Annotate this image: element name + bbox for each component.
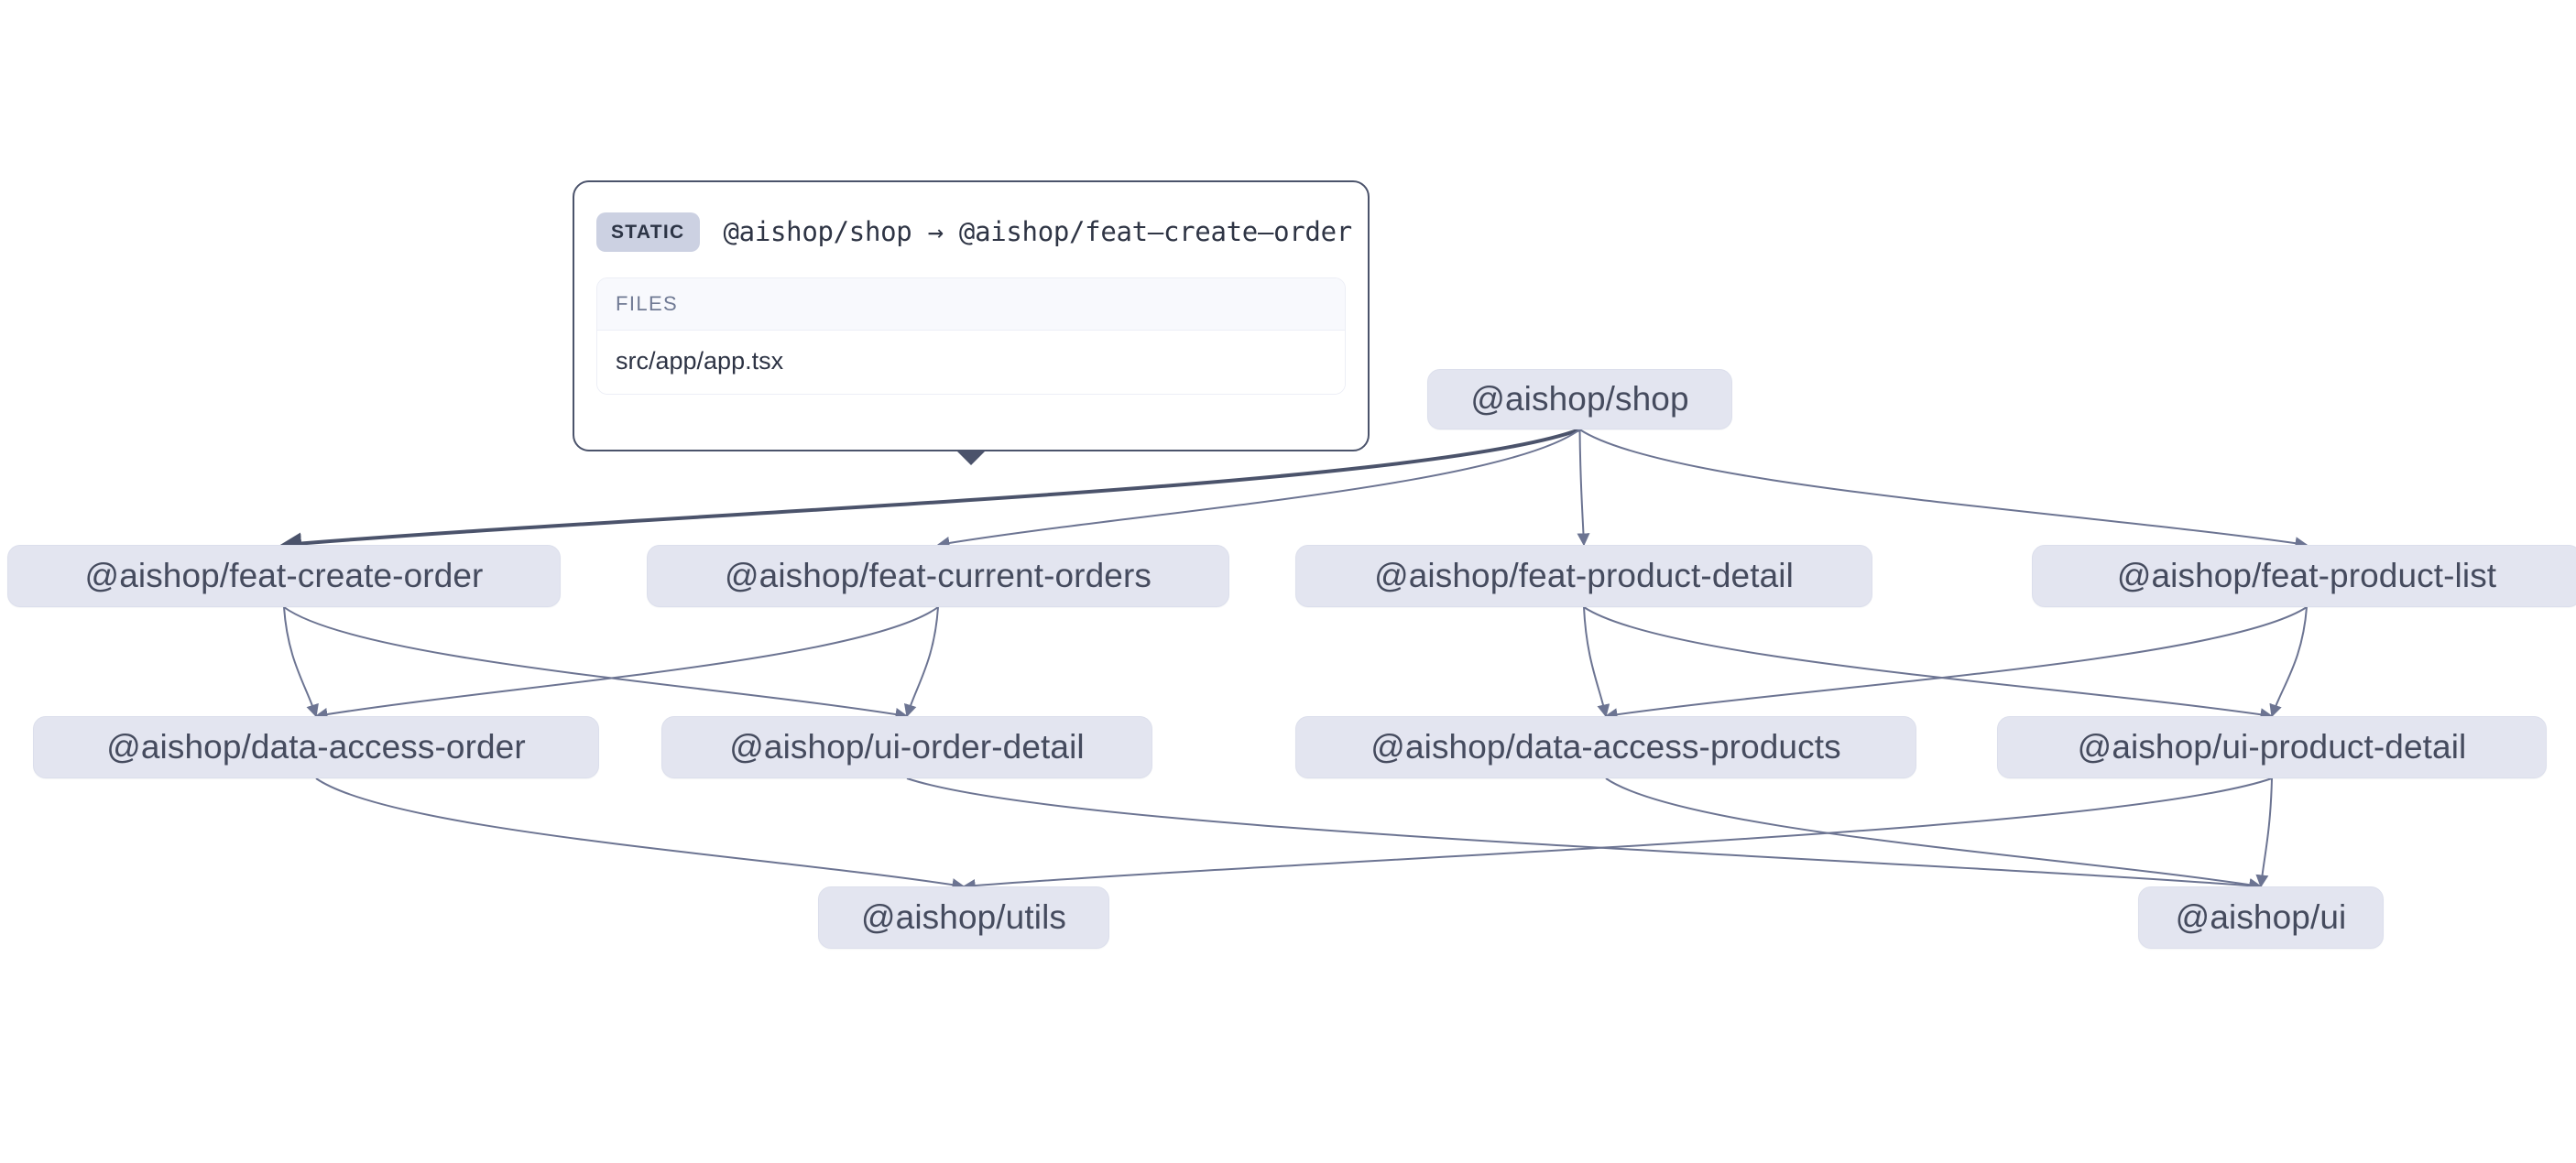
edge-title: @aishop/shop → @aishop/feat‒create‒order <box>723 216 1353 247</box>
graph-edge-feat-create-order-to-ui-order-detail[interactable] <box>283 606 909 721</box>
file-list-item[interactable]: src/app/app.tsx <box>597 331 1345 394</box>
graph-node-ui-product-detail[interactable]: @aishop/ui-product-detail <box>1997 716 2547 778</box>
graph-node-feat-product-list[interactable]: @aishop/feat-product-list <box>2032 545 2576 607</box>
files-panel: FILES src/app/app.tsx <box>596 277 1346 395</box>
graph-edge-ui-product-detail-to-ui[interactable] <box>2255 777 2273 888</box>
graph-node-label: @aishop/data-access-order <box>106 728 526 766</box>
graph-node-feat-current-orders[interactable]: @aishop/feat-current-orders <box>647 545 1229 607</box>
graph-edge-ui-order-detail-to-ui[interactable] <box>906 777 2263 893</box>
graph-node-label: @aishop/feat-product-detail <box>1374 557 1794 594</box>
graph-node-shop[interactable]: @aishop/shop <box>1427 369 1732 429</box>
graph-node-label: @aishop/feat-create-order <box>84 557 484 594</box>
edge-detail-card[interactable]: STATIC @aishop/shop → @aishop/feat‒creat… <box>573 180 1370 465</box>
graph-edge-feat-product-list-to-ui-product-detail[interactable] <box>2269 606 2308 718</box>
graph-edge-feat-product-detail-to-data-access-products[interactable] <box>1583 606 1610 718</box>
graph-node-label: @aishop/ui <box>2175 898 2347 936</box>
graph-node-label: @aishop/utils <box>861 898 1066 936</box>
graph-node-label: @aishop/ui-product-detail <box>2077 728 2467 766</box>
graph-edge-data-access-products-to-ui[interactable] <box>1605 777 2263 892</box>
files-header: FILES <box>597 278 1345 331</box>
graph-node-feat-product-detail[interactable]: @aishop/feat-product-detail <box>1295 545 1872 607</box>
card-header: STATIC @aishop/shop → @aishop/feat‒creat… <box>596 202 1352 261</box>
graph-node-utils[interactable]: @aishop/utils <box>818 886 1109 949</box>
graph-node-feat-create-order[interactable]: @aishop/feat-create-order <box>7 545 561 607</box>
graph-edge-feat-create-order-to-data-access-order[interactable] <box>283 606 319 718</box>
graph-edge-shop-to-feat-product-list[interactable] <box>1578 429 2309 550</box>
graph-edge-feat-product-detail-to-ui-product-detail[interactable] <box>1583 606 2274 722</box>
graph-edge-feat-current-orders-to-ui-order-detail[interactable] <box>903 606 939 718</box>
static-badge: STATIC <box>596 212 700 252</box>
graph-node-ui-order-detail[interactable]: @aishop/ui-order-detail <box>661 716 1152 778</box>
graph-node-label: @aishop/ui-order-detail <box>729 728 1085 766</box>
graph-edge-shop-to-feat-product-detail[interactable] <box>1577 429 1590 547</box>
graph-edge-shop-to-feat-current-orders[interactable] <box>936 429 1581 549</box>
graph-node-label: @aishop/shop <box>1470 380 1689 418</box>
graph-node-data-access-order[interactable]: @aishop/data-access-order <box>33 716 599 778</box>
graph-node-data-access-products[interactable]: @aishop/data-access-products <box>1295 716 1916 778</box>
graph-edge-shop-to-feat-create-order[interactable] <box>279 428 1581 555</box>
graph-edge-feat-product-list-to-data-access-products[interactable] <box>1604 606 2308 722</box>
graph-edge-ui-product-detail-to-utils[interactable] <box>962 777 2273 893</box>
card-pointer-icon <box>955 450 987 465</box>
graph-node-label: @aishop/data-access-products <box>1370 728 1841 766</box>
graph-node-label: @aishop/feat-product-list <box>2116 557 2497 594</box>
graph-node-ui[interactable]: @aishop/ui <box>2138 886 2384 949</box>
graph-edge-data-access-order-to-utils[interactable] <box>315 777 966 891</box>
graph-node-label: @aishop/feat-current-orders <box>725 557 1152 594</box>
graph-edge-feat-current-orders-to-data-access-order[interactable] <box>314 606 939 721</box>
